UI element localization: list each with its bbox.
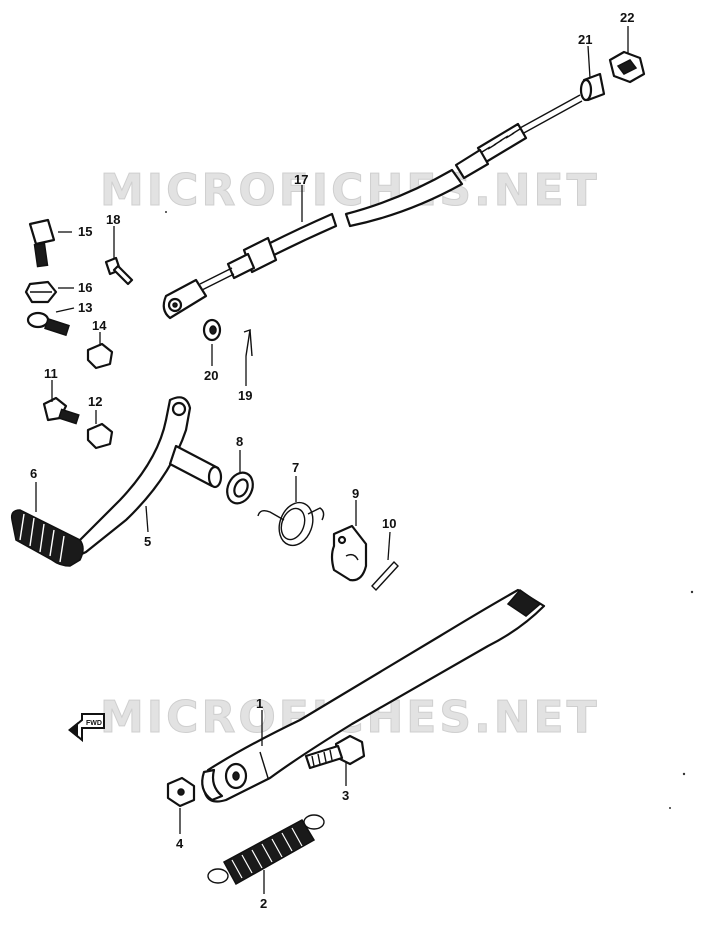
callout-19: 19 <box>238 388 252 403</box>
callout-17: 17 <box>294 172 308 187</box>
callout-3: 3 <box>342 788 349 803</box>
callout-20: 20 <box>204 368 218 383</box>
nut-part-12 <box>86 422 114 450</box>
clutch-cable-part-17 <box>162 94 583 320</box>
split-pin-part-10 <box>371 560 399 592</box>
nut-part-14 <box>86 342 114 370</box>
scan-specks <box>165 211 694 809</box>
callout-6: 6 <box>30 466 37 481</box>
eye-bolt-part-13 <box>26 311 70 337</box>
washer-part-20 <box>202 318 222 342</box>
spring-part-7 <box>257 501 325 547</box>
pedal-rubber-part-6 <box>10 509 84 567</box>
spring-part-2 <box>207 814 325 886</box>
callout-21: 21 <box>578 32 592 47</box>
callout-2: 2 <box>260 896 267 911</box>
bolt-part-11 <box>42 396 80 425</box>
callout-16: 16 <box>78 280 92 295</box>
callout-10: 10 <box>382 516 396 531</box>
cotter-pin-part-19 <box>243 328 253 357</box>
callout-14: 14 <box>92 318 107 333</box>
callout-11: 11 <box>44 366 58 381</box>
callout-12: 12 <box>88 394 102 409</box>
bolt-part-3 <box>304 734 366 770</box>
side-stand-part-1 <box>201 588 546 803</box>
fwd-label: FWD <box>86 720 102 727</box>
forward-direction-arrow: FWD <box>68 713 105 743</box>
callout-4: 4 <box>176 836 184 851</box>
callout-5: 5 <box>144 534 151 549</box>
nut-part-4 <box>166 776 196 808</box>
watermark-top: MICROFICHES.NET <box>100 165 600 216</box>
leader-lines <box>35 26 629 894</box>
callout-18: 18 <box>106 212 120 227</box>
callout-15: 15 <box>78 224 92 239</box>
bolt-part-15 <box>28 218 56 268</box>
callout-22: 22 <box>620 10 634 25</box>
cable-barrel-part-21 <box>579 72 606 102</box>
callout-13: 13 <box>78 300 92 315</box>
plate-part-9 <box>330 524 368 582</box>
callout-8: 8 <box>236 434 243 449</box>
adjuster-part-22 <box>608 50 646 84</box>
nut-part-16 <box>24 280 58 304</box>
screw-part-18 <box>104 256 134 286</box>
washer-part-8 <box>226 471 254 505</box>
brake-pedal-part-5 <box>70 396 223 557</box>
callout-7: 7 <box>292 460 299 475</box>
callouts: 1 2 3 4 5 6 7 8 9 10 11 12 13 14 15 16 1… <box>30 10 634 911</box>
callout-1: 1 <box>256 696 263 711</box>
callout-9: 9 <box>352 486 359 501</box>
